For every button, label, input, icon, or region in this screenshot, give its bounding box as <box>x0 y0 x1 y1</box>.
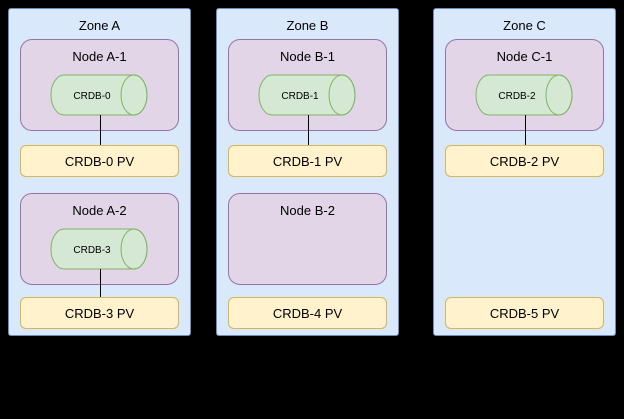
node-a-2-title: Node A-2 <box>72 203 127 218</box>
crdb-2-database-cylinder-icon: CRDB-2 <box>475 74 572 116</box>
pv-crdb-5-label: CRDB-5 PV <box>489 305 560 321</box>
zone-c-title: Zone C <box>503 18 546 33</box>
node-a-2: Node A-2 CRDB-3 <box>20 193 179 285</box>
pv-crdb-1-label: CRDB-1 PV <box>272 153 343 169</box>
pv-crdb-3-label: CRDB-3 PV <box>64 305 135 321</box>
connector-line-c-1 <box>524 115 526 145</box>
node-a-1-title: Node A-1 <box>72 49 127 64</box>
node-b-1-title: Node B-1 <box>280 49 335 64</box>
crdb-3-cylinder-label: CRDB-3 <box>73 245 111 256</box>
zone-a: Zone A Node A-1 CRDB-0 CRDB-0 PV Node A-… <box>8 8 191 336</box>
connector-line-b-1 <box>307 115 309 145</box>
crdb-1-database-cylinder-icon: CRDB-1 <box>258 74 355 116</box>
zone-b: Zone B Node B-1 CRDB-1 CRDB-1 PV Node B-… <box>216 8 399 336</box>
pv-crdb-2-label: CRDB-2 PV <box>489 153 560 169</box>
connector-line-a-2 <box>99 269 101 297</box>
pv-crdb-4: CRDB-4 PV <box>228 297 387 329</box>
crdb-1-cylinder-label: CRDB-1 <box>281 91 319 102</box>
pv-crdb-4-label: CRDB-4 PV <box>272 305 343 321</box>
zone-a-title: Zone A <box>78 18 121 33</box>
node-c-1-title: Node C-1 <box>496 49 553 64</box>
zone-c: Zone C Node C-1 CRDB-2 CRDB-2 PV CRDB-5 … <box>433 8 616 336</box>
connector-line-a-1 <box>99 115 101 145</box>
crdb-2-cylinder-label: CRDB-2 <box>498 91 536 102</box>
pv-crdb-5: CRDB-5 PV <box>445 297 604 329</box>
crdb-0-database-cylinder-icon: CRDB-0 <box>50 74 147 116</box>
node-b-2: Node B-2 <box>228 193 387 285</box>
node-b-2-title: Node B-2 <box>280 203 335 218</box>
crdb-3-database-cylinder-icon: CRDB-3 <box>50 228 147 270</box>
pv-crdb-1: CRDB-1 PV <box>228 145 387 177</box>
pv-crdb-0: CRDB-0 PV <box>20 145 179 177</box>
zone-b-title: Zone B <box>286 18 329 33</box>
pv-crdb-0-label: CRDB-0 PV <box>64 153 135 169</box>
pv-crdb-3: CRDB-3 PV <box>20 297 179 329</box>
crdb-0-cylinder-label: CRDB-0 <box>73 91 111 102</box>
pv-crdb-2: CRDB-2 PV <box>445 145 604 177</box>
